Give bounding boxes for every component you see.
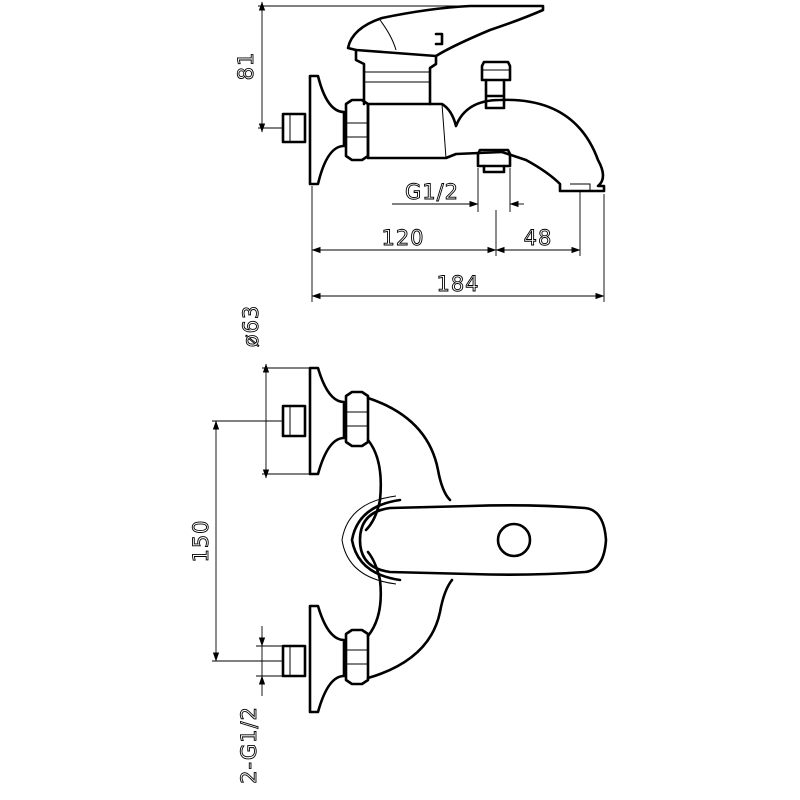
side-inlet-pipe bbox=[281, 112, 307, 144]
dim-length-120-48: 120 48 bbox=[311, 186, 581, 302]
top-body-arm-lower bbox=[366, 550, 454, 680]
side-spout-outlet bbox=[570, 183, 591, 190]
dim-184-label: 184 bbox=[436, 272, 479, 296]
side-valve-body bbox=[366, 98, 606, 193]
side-cartridge-column bbox=[354, 48, 438, 106]
side-hex-nut bbox=[344, 98, 370, 162]
side-lever-cap bbox=[434, 32, 444, 46]
dim-height-81: 81 bbox=[234, 1, 540, 133]
dim-inlet-thread-label: 2-G1/2 bbox=[237, 706, 261, 784]
top-view: ø63 150 2-G1/2 bbox=[189, 304, 608, 784]
top-inlet-pipe-lower bbox=[281, 644, 307, 678]
side-escutcheon bbox=[308, 74, 346, 186]
top-hex-nut-lower bbox=[344, 628, 370, 686]
top-escutcheon-lower bbox=[308, 604, 346, 714]
top-lever-handle bbox=[358, 504, 608, 576]
top-escutcheon-upper bbox=[308, 366, 346, 476]
side-diverter-knob bbox=[480, 60, 512, 82]
side-lever-handle-edge bbox=[379, 19, 397, 51]
top-inlet-pipe-upper bbox=[281, 404, 307, 438]
top-cartridge-ring bbox=[341, 495, 397, 585]
side-shower-outlet-nipple bbox=[482, 164, 506, 174]
side-body-edge bbox=[441, 103, 447, 159]
top-cartridge-body bbox=[350, 498, 402, 582]
side-diverter-stem bbox=[484, 78, 506, 110]
dim-center-150: 150 bbox=[189, 420, 282, 662]
top-body-arm-upper bbox=[364, 396, 452, 532]
dim-inlet-thread: 2-G1/2 bbox=[237, 626, 282, 784]
side-shower-outlet bbox=[476, 148, 512, 168]
side-view: 81 G1/2 120 48 184 bbox=[234, 1, 606, 302]
top-lever-knob bbox=[496, 522, 532, 558]
top-hex-nut-upper bbox=[344, 390, 370, 448]
dim-48-label: 48 bbox=[524, 226, 553, 250]
dim-height-label: 81 bbox=[234, 52, 258, 81]
dim-diameter-63: ø63 bbox=[239, 304, 318, 479]
dim-thread-label: G1/2 bbox=[405, 180, 459, 204]
dim-thread-g12: G1/2 bbox=[392, 168, 524, 212]
dim-150-label: 150 bbox=[189, 519, 213, 562]
side-lever-handle bbox=[346, 4, 545, 58]
dim-length-184: 184 bbox=[311, 194, 605, 302]
dim-120-label: 120 bbox=[381, 226, 424, 250]
dim-diameter-label: ø63 bbox=[239, 305, 263, 348]
